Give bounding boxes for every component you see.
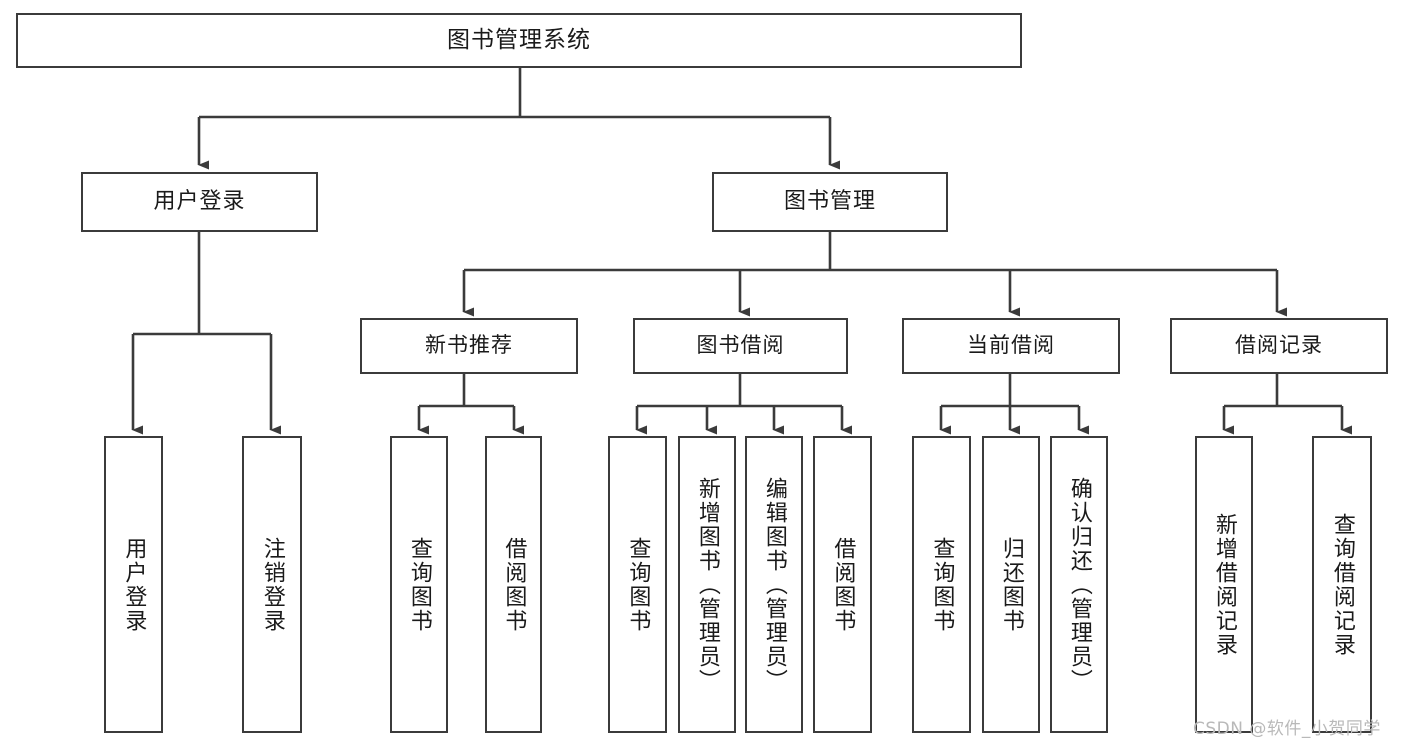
node-label: 借阅图书 — [501, 536, 527, 633]
node-label: 新增图书（管理员） — [694, 476, 720, 693]
leaf-return-book[interactable]: 归还图书 — [982, 436, 1040, 733]
leaf-new-book-query[interactable]: 查询图书 — [390, 436, 448, 733]
leaf-new-book-borrow[interactable]: 借阅图书 — [485, 436, 542, 733]
node-label: 查询图书 — [929, 536, 955, 633]
node-current-borrow[interactable]: 当前借阅 — [902, 318, 1120, 374]
leaf-current-query[interactable]: 查询图书 — [912, 436, 971, 733]
node-label: 当前借阅 — [967, 333, 1055, 358]
leaf-add-borrow-record[interactable]: 新增借阅记录 — [1195, 436, 1253, 733]
leaf-logout[interactable]: 注销登录 — [242, 436, 302, 733]
node-user-login[interactable]: 用户登录 — [81, 172, 318, 232]
node-book-management[interactable]: 图书管理 — [712, 172, 948, 232]
leaf-query-borrow-record[interactable]: 查询借阅记录 — [1312, 436, 1372, 733]
leaf-book-borrow-query[interactable]: 查询图书 — [608, 436, 667, 733]
node-new-book-recommend[interactable]: 新书推荐 — [360, 318, 578, 374]
leaf-confirm-return-admin[interactable]: 确认归还（管理员） — [1050, 436, 1108, 733]
node-label: 用户登录 — [121, 536, 147, 633]
node-label: 图书管理系统 — [447, 26, 591, 53]
node-root-system[interactable]: 图书管理系统 — [16, 13, 1022, 68]
node-book-borrow[interactable]: 图书借阅 — [633, 318, 848, 374]
node-label: 新增借阅记录 — [1211, 512, 1237, 657]
node-label: 查询图书 — [406, 536, 432, 633]
leaf-user-login[interactable]: 用户登录 — [104, 436, 163, 733]
node-label: 确认归还（管理员） — [1066, 476, 1092, 693]
node-label: 借阅图书 — [830, 536, 856, 633]
node-label: 注销登录 — [259, 536, 285, 633]
node-label: 图书借阅 — [696, 333, 785, 358]
node-label: 查询借阅记录 — [1329, 512, 1355, 657]
node-label: 归还图书 — [998, 536, 1024, 633]
node-label: 新书推荐 — [425, 333, 513, 358]
node-label: 图书管理 — [783, 188, 876, 214]
node-label: 编辑图书（管理员） — [761, 476, 787, 693]
leaf-book-add-admin[interactable]: 新增图书（管理员） — [678, 436, 736, 733]
node-borrow-record[interactable]: 借阅记录 — [1170, 318, 1388, 374]
node-label: 用户登录 — [153, 188, 246, 214]
node-label: 查询图书 — [625, 536, 651, 633]
leaf-book-borrow-action[interactable]: 借阅图书 — [813, 436, 872, 733]
csdn-watermark: CSDN @软件_小贺同学 — [1193, 719, 1381, 739]
leaf-book-edit-admin[interactable]: 编辑图书（管理员） — [745, 436, 803, 733]
node-label: 借阅记录 — [1235, 333, 1323, 358]
